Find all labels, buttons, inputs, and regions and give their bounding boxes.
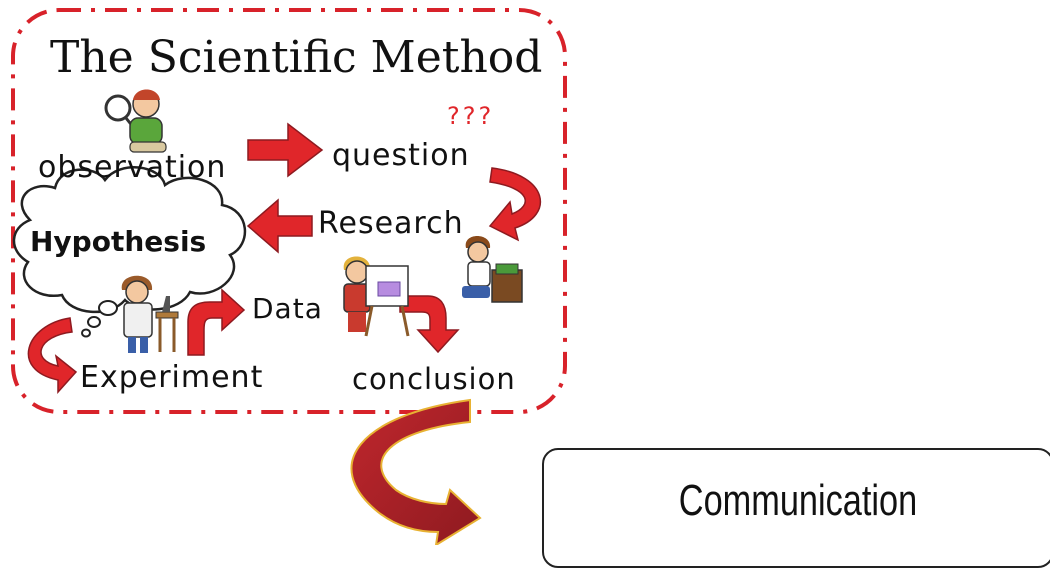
diagram-title: The Scientific Method [50,32,543,83]
cloud-bubble-3 [81,328,91,338]
dashed-frame [11,8,567,414]
observation-kid-figure [104,89,167,153]
step-question: question [332,138,470,173]
cloud-bubble-1 [98,300,118,316]
experiment-kid-figure [121,275,179,353]
step-data: Data [252,292,323,325]
step-experiment: Experiment [80,360,264,395]
research-kid-figure [462,236,523,303]
arrow-experiment-to-data [187,288,246,356]
data-presenter-figure [343,256,410,337]
step-research: Research [318,206,464,241]
arrow-observation-to-question [247,122,324,178]
communication-label: Communication [678,476,918,525]
question-marks: ??? [447,102,495,130]
arrow-data-to-conclusion [399,295,460,354]
scientific-method-diagram [11,8,1048,545]
step-hypothesis: Hypothesis [30,225,207,258]
step-conclusion: conclusion [352,362,516,396]
cloud-bubble-2 [87,316,101,328]
arrow-hypothesis-to-experiment [27,317,78,394]
arrow-conclusion-to-communication [350,398,482,545]
arrow-research-to-hypothesis [246,198,313,254]
arrow-question-to-research [488,167,542,242]
hypothesis-cloud [12,166,247,314]
step-observation: observation [38,150,227,185]
communication-box: Communication [542,448,1050,568]
